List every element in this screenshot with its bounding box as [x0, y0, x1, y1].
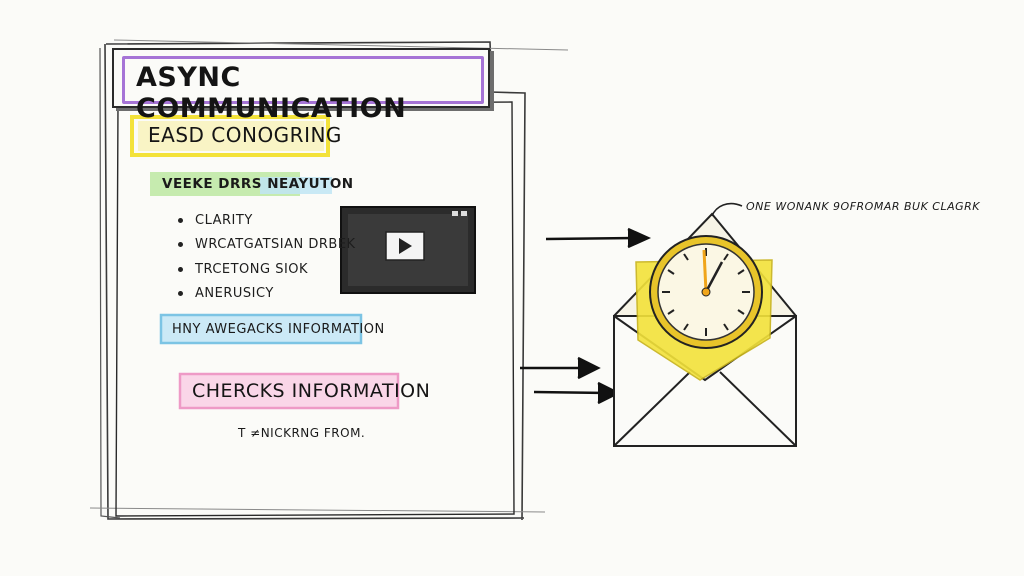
bullet-dot [178, 291, 183, 297]
video-control [452, 211, 458, 216]
footnote: T ≠NICKRNG FROM. [238, 426, 366, 440]
list-item: WRCATGATSIAN DRBEK [178, 233, 356, 258]
clock-caption: ONE WONANK 9OFROMAR BUK CLAGRK [746, 200, 981, 213]
title-box: ASYNC COMMUNICATION [112, 48, 490, 124]
highlight-pink [178, 372, 400, 410]
document-frame [115, 101, 515, 517]
highlight-yellow-inner [138, 121, 324, 151]
document-frame-back [104, 41, 526, 521]
bullet-list: CLARITY WRCATGATSIAN DRBEK TRCETONG SIOK… [178, 208, 356, 306]
list-item: TRCETONG SIOK [178, 257, 356, 282]
section-label-4: CHERCKS INFORMATION [192, 380, 431, 402]
highlight-blue-small [260, 177, 332, 194]
highlight-blue [159, 313, 363, 345]
arrow-icon [545, 227, 652, 249]
bullet-dot [178, 217, 183, 223]
list-item: ANERUSICY [178, 282, 356, 307]
arrow-icon [533, 381, 621, 405]
document-frame-back [89, 39, 569, 513]
bullet-label: CLARITY [195, 212, 253, 228]
bullet-label: TRCETONG SIOK [195, 261, 309, 277]
clock-hour-hand [702, 249, 708, 293]
document-frame-back [99, 47, 121, 519]
video-control [461, 211, 467, 216]
list-item: CLARITY [178, 208, 356, 233]
bullet-dot [178, 266, 183, 272]
title-highlight [122, 56, 484, 104]
section-label-2: VEEKE DRRS NEAYUTON [162, 176, 354, 192]
bullet-dot [178, 242, 183, 248]
clock-icon [649, 235, 763, 349]
section-label-1: EASD CONOGRING [148, 123, 342, 147]
bullet-label: WRCATGATSIAN DRBEK [195, 237, 356, 253]
clock-minute-hand [704, 261, 724, 293]
section-label-3: HNY AWEGACKS INFORMATION [172, 321, 385, 337]
arrow-icon [520, 356, 601, 380]
page-title: ASYNC COMMUNICATION [136, 62, 407, 124]
bullet-label: ANERUSICY [195, 286, 274, 302]
play-icon [399, 238, 412, 254]
caption-leader [711, 202, 743, 217]
highlight-yellow [130, 115, 330, 157]
